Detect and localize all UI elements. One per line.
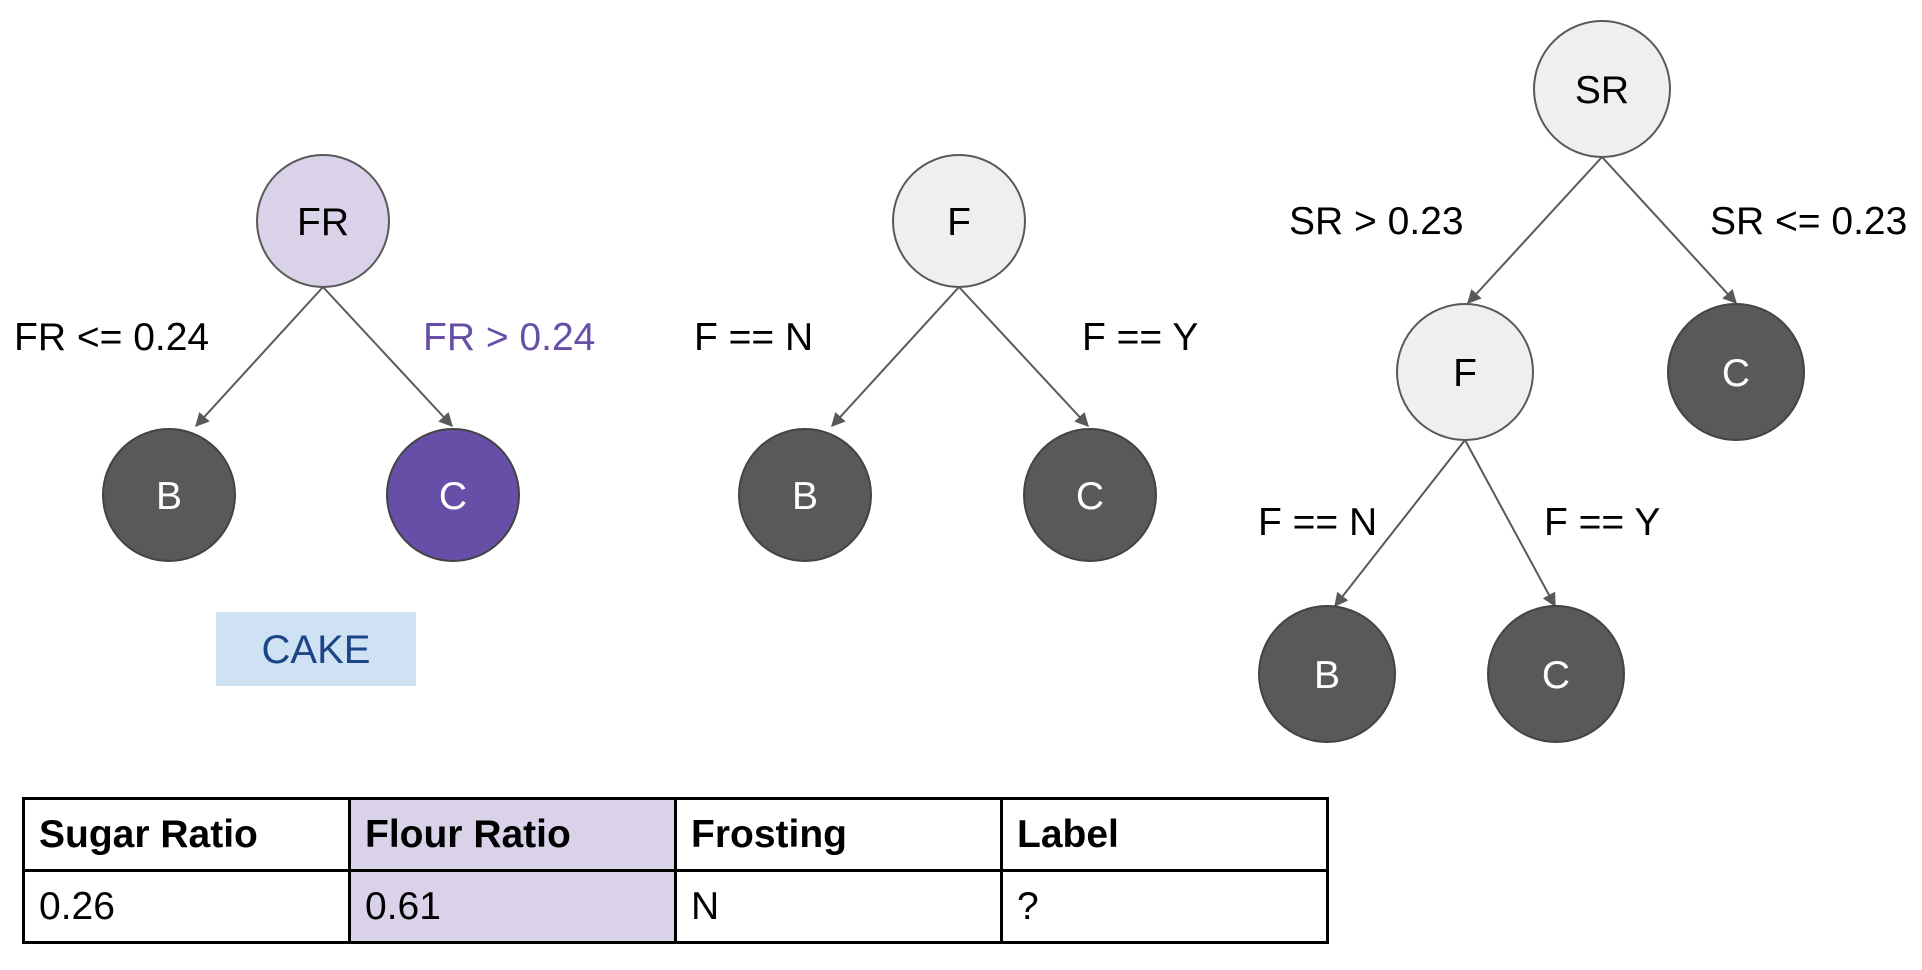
tree1-left-edge-line [195, 286, 324, 428]
tree3-right-leaf-node [1667, 303, 1805, 441]
tree1-left-leaf-label: B [156, 475, 182, 518]
tree1-right-leaf-node [386, 428, 520, 562]
tree3-mid-left-edge-label: F == N [1258, 501, 1377, 544]
tree1-result-label: CAKE [262, 628, 371, 672]
tree2-left-edge-label: F == N [694, 316, 813, 359]
tree-2: F F == N F == Y B C [694, 154, 1198, 562]
tree3-left-edge-line [1467, 156, 1603, 305]
tree2-left-edge-line [831, 286, 960, 428]
header-flour-ratio: Flour Ratio [348, 797, 677, 872]
tree1-right-edge-line [322, 286, 453, 428]
tree3-mid-node [1396, 303, 1534, 441]
tree1-root-node [256, 154, 390, 288]
tree3-mid-right-leaf-node [1487, 605, 1625, 743]
tree3-mid-right-edge-label: F == Y [1544, 501, 1660, 544]
sample-data-table: Sugar Ratio Flour Ratio Frosting Label 0… [22, 797, 1329, 944]
header-frosting: Frosting [674, 797, 1003, 872]
decision-trees-diagram: FR FR <= 0.24 FR > 0.24 B C CAKE F F == … [14, 20, 1907, 743]
tree1-left-edge-label: FR <= 0.24 [14, 316, 209, 359]
header-label: Label [1000, 797, 1329, 872]
tree3-root-node [1533, 20, 1671, 158]
tree-3: SR SR > 0.23 SR <= 0.23 F C F == N F == … [1258, 20, 1907, 743]
cell-frosting: N [674, 869, 1003, 944]
tree3-root-label: SR [1575, 69, 1629, 112]
tree3-right-edge-label: SR <= 0.23 [1710, 200, 1907, 243]
tree2-right-leaf-label: C [1076, 475, 1104, 518]
cell-sugar-ratio: 0.26 [22, 869, 351, 944]
table-header-row: Sugar Ratio Flour Ratio Frosting Label [22, 797, 1329, 872]
tree-1: FR FR <= 0.24 FR > 0.24 B C CAKE [14, 154, 595, 686]
tree3-right-edge-line [1601, 156, 1737, 305]
tree1-right-leaf-label: C [439, 475, 467, 518]
tree1-right-edge-label: FR > 0.24 [423, 316, 595, 359]
tree3-right-leaf-label: C [1722, 352, 1750, 395]
tree3-left-edge-label: SR > 0.23 [1289, 200, 1464, 243]
header-sugar-ratio: Sugar Ratio [22, 797, 351, 872]
table-row: 0.26 0.61 N ? [22, 869, 1329, 944]
tree2-root-label: F [947, 201, 971, 244]
tree2-root-node [892, 154, 1026, 288]
tree2-left-leaf-label: B [792, 475, 818, 518]
tree3-mid-left-edge-line [1334, 439, 1466, 608]
tree3-mid-left-leaf-node [1258, 605, 1396, 743]
tree3-mid-right-leaf-label: C [1542, 654, 1570, 697]
tree2-right-edge-label: F == Y [1082, 316, 1198, 359]
tree3-mid-right-edge-line [1464, 439, 1556, 608]
cell-label: ? [1000, 869, 1329, 944]
cell-flour-ratio: 0.61 [348, 869, 677, 944]
tree2-right-edge-line [958, 286, 1089, 428]
tree1-result-box [216, 612, 416, 686]
tree1-left-leaf-node [102, 428, 236, 562]
tree2-left-leaf-node [738, 428, 872, 562]
tree3-mid-left-leaf-label: B [1314, 654, 1340, 697]
tree2-right-leaf-node [1023, 428, 1157, 562]
tree3-mid-label: F [1453, 352, 1477, 395]
tree1-root-label: FR [297, 201, 349, 244]
